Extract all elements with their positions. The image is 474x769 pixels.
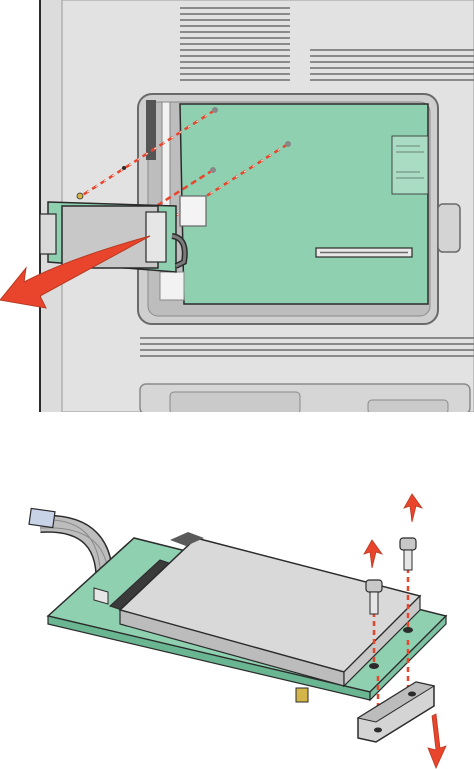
antenna-nut	[77, 193, 83, 199]
hard-disk	[62, 206, 158, 268]
screw	[400, 538, 416, 570]
system-board	[180, 104, 428, 304]
side-latch	[438, 204, 460, 252]
hard-disk-disassembly-illustration	[0, 480, 474, 769]
hard-disk-assembly	[40, 193, 185, 272]
standoff	[212, 107, 218, 113]
standoff	[210, 167, 216, 173]
screw-hole	[403, 627, 413, 633]
red-arrow-up	[364, 540, 382, 568]
panel-remove-screws	[0, 480, 474, 769]
printer-board-illustration	[0, 0, 474, 420]
red-arrow-down	[428, 714, 446, 768]
screw-hole	[369, 663, 379, 669]
antenna-nut	[296, 688, 308, 702]
standoff	[285, 141, 291, 147]
board-connector	[180, 196, 206, 226]
cable-connector	[29, 508, 55, 527]
panel-remove-hard-disk	[0, 0, 474, 420]
board-label	[392, 136, 428, 194]
red-arrow-up	[404, 494, 422, 522]
